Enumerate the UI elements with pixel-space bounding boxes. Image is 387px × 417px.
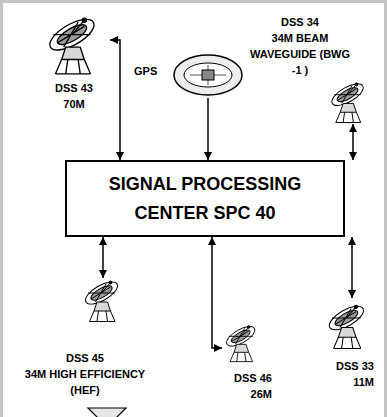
antenna-icon [45,13,98,74]
process-box: SIGNAL PROCESSING CENTER SPC 40 [65,160,345,237]
gps-node: GPS [134,52,246,98]
label-group: DSS 4370M [38,80,110,112]
antenna-icon [326,301,367,348]
station-label: 26M [222,386,272,402]
label-group: GPS [134,63,166,79]
label-group: DSS 3311M [318,358,374,390]
box-title: SIGNAL PROCESSING CENTER SPC 40 [100,170,310,228]
connector [212,237,222,348]
label-group: DSS 3434M BEAM WAVEGUIDE (BWG -1 ) [250,14,350,78]
connector [352,124,354,160]
antenna-node: DSS 4370M [38,14,110,114]
connector [102,237,104,278]
gps-icon [174,55,242,95]
station-label: 34M HIGH EFFICIENCY (HEF) [15,366,155,398]
antenna-node: DSS 3311M [318,298,378,390]
antenna-node: DSS 4626M [222,320,278,402]
label-group: DSS 4534M HIGH EFFICIENCY (HEF) [15,350,155,398]
station-label: 11M [318,374,374,390]
label-group: DSS 4626M [222,370,272,402]
station-label: 34M BEAM WAVEGUIDE (BWG -1 ) [250,30,350,78]
station-label: 70M [38,96,110,112]
antenna-node: DSS 4534M HIGH EFFICIENCY (HEF) [15,278,155,398]
station-label: DSS 46 [222,370,272,386]
partial-shape [88,408,126,417]
connector [110,40,120,160]
antenna-icon [223,323,257,362]
antenna-icon [329,80,367,123]
station-label: DSS 45 [15,350,155,366]
station-label: DSS 43 [38,80,110,96]
connector [351,237,353,298]
antenna-icon [82,278,121,322]
antenna-node: DSS 3434M BEAM WAVEGUIDE (BWG -1 ) [250,12,376,124]
station-label: DSS 33 [318,358,374,374]
connector [207,98,209,160]
label-group: SIGNAL PROCESSING CENTER SPC 40 [100,170,310,228]
station-label: DSS 34 [250,14,350,30]
station-label: GPS [134,63,166,79]
